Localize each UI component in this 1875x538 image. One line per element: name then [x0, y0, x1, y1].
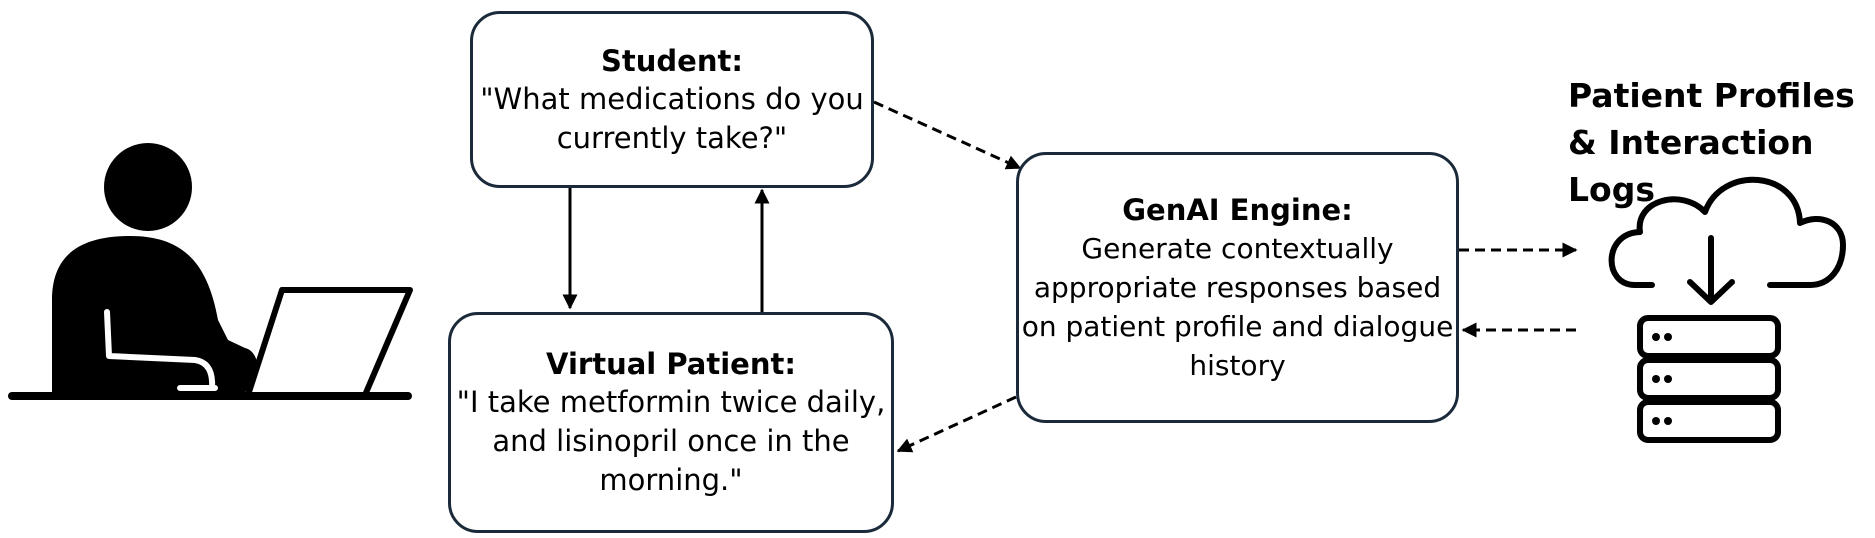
genai-engine-description: Generate contextually appropriate respon… — [1021, 231, 1454, 382]
server-stack-icon — [1637, 315, 1781, 443]
virtual-patient-box: Virtual Patient: "I take metformin twice… — [448, 312, 894, 533]
student-at-laptop-icon — [8, 143, 413, 400]
arrow-student-to-engine — [873, 100, 1022, 170]
student-question: "What medications do you currently take?… — [480, 81, 864, 155]
student-box: Student: "What medications do you curren… — [470, 11, 874, 188]
virtual-patient-title: Virtual Patient: — [546, 347, 796, 381]
storage-title: Patient Profiles & Interaction Logs — [1568, 76, 1855, 209]
student-title: Student: — [601, 43, 743, 78]
virtual-patient-response: "I take metformin twice daily, and lisin… — [456, 385, 886, 497]
genai-engine-title: GenAI Engine: — [1122, 192, 1353, 227]
cloud-download-icon — [1608, 176, 1846, 305]
genai-engine-box: GenAI Engine: Generate contextually appr… — [1016, 152, 1459, 423]
arrow-engine-to-patient — [896, 395, 1017, 453]
